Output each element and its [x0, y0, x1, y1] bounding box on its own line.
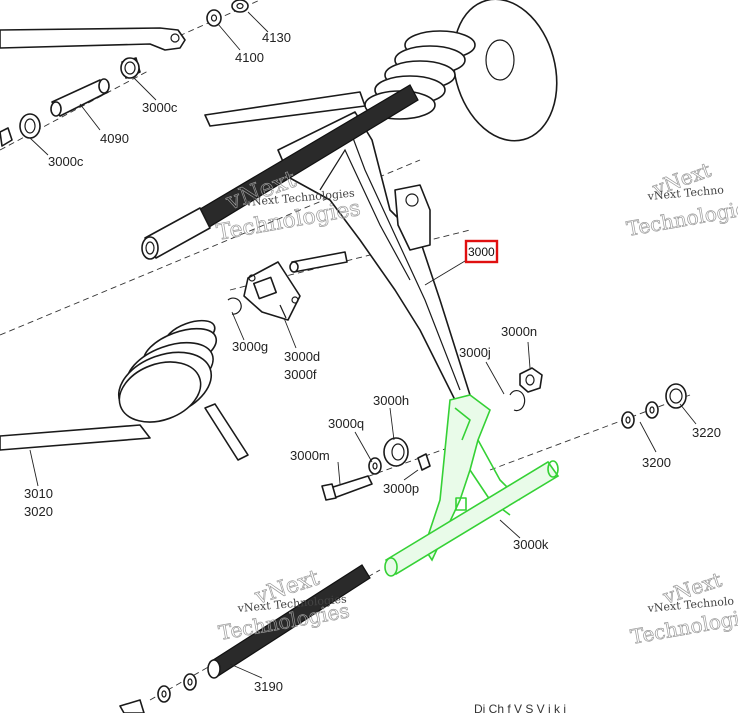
circlip-3000g[interactable]	[227, 297, 242, 315]
nut-3000n[interactable]	[519, 367, 543, 393]
callout-3000f[interactable]: 3000f	[284, 367, 317, 382]
callout-3000j[interactable]: 3000j	[459, 345, 491, 360]
lower-torsion-spring[interactable]	[0, 315, 249, 461]
callout-3190[interactable]: 3190	[254, 679, 283, 694]
disc-wheel[interactable]	[438, 0, 572, 152]
callout-4130[interactable]: 4130	[262, 30, 291, 45]
watermark-big-right: Technologies	[625, 194, 738, 241]
callout-3000g[interactable]: 3000g	[232, 339, 268, 354]
grease-fitting-3000p[interactable]	[417, 453, 431, 471]
bottom-washers[interactable]	[119, 673, 197, 713]
callout-4100[interactable]: 4100	[235, 50, 264, 65]
callout-3000m[interactable]: 3000m	[290, 448, 330, 463]
pin-4090[interactable]	[50, 78, 110, 117]
small-pin[interactable]	[289, 251, 348, 273]
washers-3200[interactable]	[621, 401, 659, 429]
selected-callout-label: 3000	[468, 245, 495, 259]
callout-labels: 4130 4100 3000c 4090 3000c 3000g 3000d 3…	[24, 30, 721, 694]
shaft-3190[interactable]	[207, 564, 371, 679]
washer-4130[interactable]	[231, 0, 249, 13]
callout-3000q[interactable]: 3000q	[328, 416, 364, 431]
callout-3000n[interactable]: 3000n	[501, 324, 537, 339]
sensor-bracket-3000d[interactable]	[243, 261, 301, 321]
upper-bar-part[interactable]	[0, 27, 186, 51]
callout-3010[interactable]: 3010	[24, 486, 53, 501]
callout-3000p[interactable]: 3000p	[383, 481, 419, 496]
callout-4090[interactable]: 4090	[100, 131, 129, 146]
arm-mount-block[interactable]	[394, 184, 431, 251]
callout-3000k[interactable]: 3000k	[513, 537, 549, 552]
callout-3000c-left[interactable]: 3000c	[48, 154, 84, 169]
callout-3000h[interactable]: 3000h	[373, 393, 409, 408]
callout-3220[interactable]: 3220	[692, 425, 721, 440]
circlip-3000j[interactable]	[509, 389, 526, 412]
bushing-3220[interactable]	[665, 383, 687, 409]
washer-4100[interactable]	[206, 9, 222, 27]
lower-arm-3000k-highlighted[interactable]	[384, 394, 560, 577]
leader-lines	[29, 11, 697, 679]
bolt-3000m[interactable]	[321, 475, 373, 501]
callout-3020[interactable]: 3020	[24, 504, 53, 519]
callout-3200[interactable]: 3200	[642, 455, 671, 470]
selected-callout[interactable]: 3000	[464, 239, 499, 264]
roller-3000h[interactable]	[383, 437, 409, 467]
footer-text: Di Ch f V S V i k i	[474, 702, 566, 713]
callout-3000d[interactable]: 3000d	[284, 349, 320, 364]
bushing-3000c-top[interactable]	[120, 57, 141, 79]
callout-3000c-top[interactable]: 3000c	[142, 100, 178, 115]
upper-torsion-spring[interactable]	[204, 30, 476, 127]
cross-shaft[interactable]	[141, 84, 419, 260]
